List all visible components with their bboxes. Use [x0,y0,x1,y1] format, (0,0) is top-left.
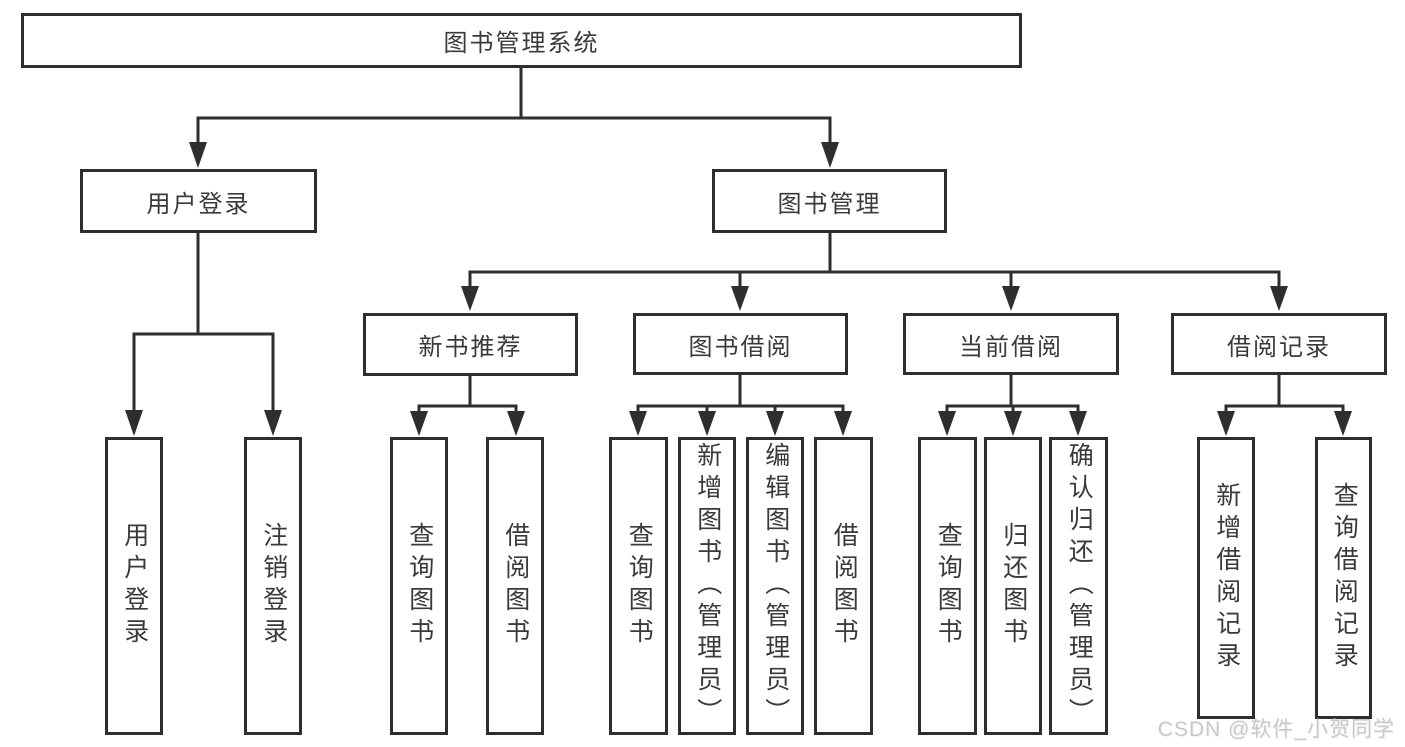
leaf-user-login: 用户登录 [105,437,163,735]
node-book-management: 图书管理 [712,169,947,233]
leaf-query-borrow-record-label: 查询借阅记录 [1330,482,1359,674]
leaf-user-login-label: 用户登录 [120,522,149,650]
node-borrow-records-label: 借阅记录 [1227,333,1331,361]
leaf-return-books-label: 归还图书 [999,522,1028,650]
leaf-query-books-borrow-label: 查询图书 [625,522,654,650]
leaf-add-books-admin-label: 新增图书（管理员） [693,442,722,730]
leaf-query-books-recommend: 查询图书 [390,437,448,735]
leaf-borrow-books-recommend: 借阅图书 [486,437,544,735]
leaf-borrow-books-label: 借阅图书 [830,522,859,650]
node-root: 图书管理系统 [21,13,1022,68]
leaf-query-borrow-record: 查询借阅记录 [1315,437,1372,719]
node-book-management-label: 图书管理 [777,190,882,218]
node-user-login-label: 用户登录 [146,190,251,218]
node-new-book-recommend: 新书推荐 [363,313,578,376]
node-new-book-recommend-label: 新书推荐 [418,334,523,361]
node-current-borrow-label: 当前借阅 [959,333,1063,361]
node-root-label: 图书管理系统 [443,30,600,57]
node-book-borrow: 图书借阅 [633,313,848,375]
leaf-return-books: 归还图书 [984,437,1042,735]
leaf-add-borrow-record-label: 新增借阅记录 [1212,482,1241,674]
leaf-add-borrow-record: 新增借阅记录 [1197,437,1255,719]
leaf-query-books-current-label: 查询图书 [934,522,963,650]
leaf-logout: 注销登录 [244,437,302,735]
watermark: CSDN @软件_小贺同学 [1157,718,1395,741]
leaf-query-books-borrow: 查询图书 [609,437,668,735]
node-book-borrow-label: 图书借阅 [688,333,793,361]
leaf-query-books-recommend-label: 查询图书 [405,522,434,650]
leaf-add-books-admin: 新增图书（管理员） [678,437,736,735]
leaf-borrow-books-recommend-label: 借阅图书 [501,522,530,650]
node-user-login: 用户登录 [80,169,317,233]
leaf-borrow-books: 借阅图书 [814,437,873,735]
leaf-confirm-return-admin-label: 确认归还（管理员） [1065,442,1094,730]
leaf-edit-books-admin-label: 编辑图书（管理员） [761,442,790,730]
node-current-borrow: 当前借阅 [903,313,1119,375]
leaf-confirm-return-admin: 确认归还（管理员） [1049,437,1108,735]
leaf-query-books-current: 查询图书 [918,437,977,735]
leaf-logout-label: 注销登录 [259,522,288,650]
leaf-edit-books-admin: 编辑图书（管理员） [746,437,804,735]
node-borrow-records: 借阅记录 [1171,313,1387,375]
